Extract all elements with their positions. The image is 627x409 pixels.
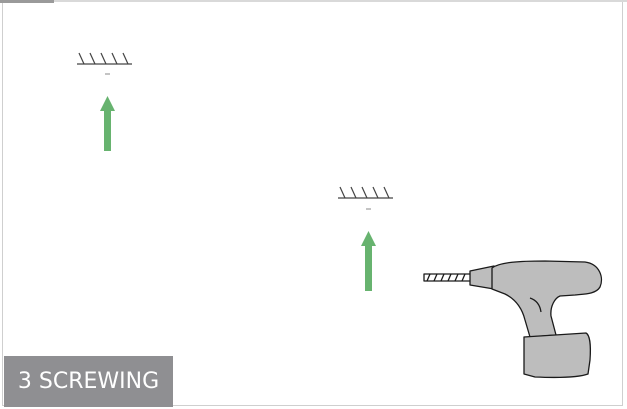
up-arrow-icon <box>100 96 115 151</box>
ceiling-hatch-icon <box>77 53 132 64</box>
step-label: 3 SCREWING <box>4 356 173 407</box>
cordless-drill-icon <box>424 261 601 377</box>
ceiling-hatch-icon <box>338 187 393 198</box>
up-arrow-icon <box>361 231 376 291</box>
